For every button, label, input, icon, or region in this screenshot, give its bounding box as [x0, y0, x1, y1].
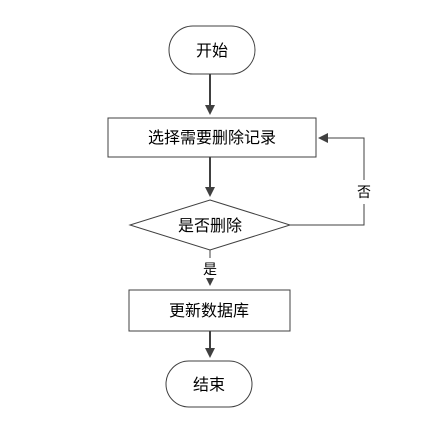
start-node: 开始 — [168, 25, 256, 75]
decision-node-label: 是否删除 — [178, 216, 242, 235]
edge-no-label: 否 — [357, 185, 371, 201]
start-node-label: 开始 — [196, 41, 228, 60]
end-node-shape — [165, 360, 253, 408]
update-database-node: 更新数据库 — [128, 289, 291, 332]
end-node-label: 结束 — [193, 375, 225, 394]
select-record-node-label: 选择需要删除记录 — [148, 128, 276, 147]
update-database-node-label: 更新数据库 — [169, 301, 249, 320]
select-record-node: 选择需要删除记录 — [107, 117, 317, 158]
edge-yes-label-bg — [200, 258, 220, 278]
decision-node: 是否删除 — [128, 199, 292, 251]
start-node-shape — [168, 25, 256, 75]
end-node: 结束 — [165, 360, 253, 408]
edge-yes-label: 是 — [203, 262, 217, 278]
select-record-node-shape — [107, 117, 317, 158]
edge-no-label-bg — [354, 180, 374, 204]
